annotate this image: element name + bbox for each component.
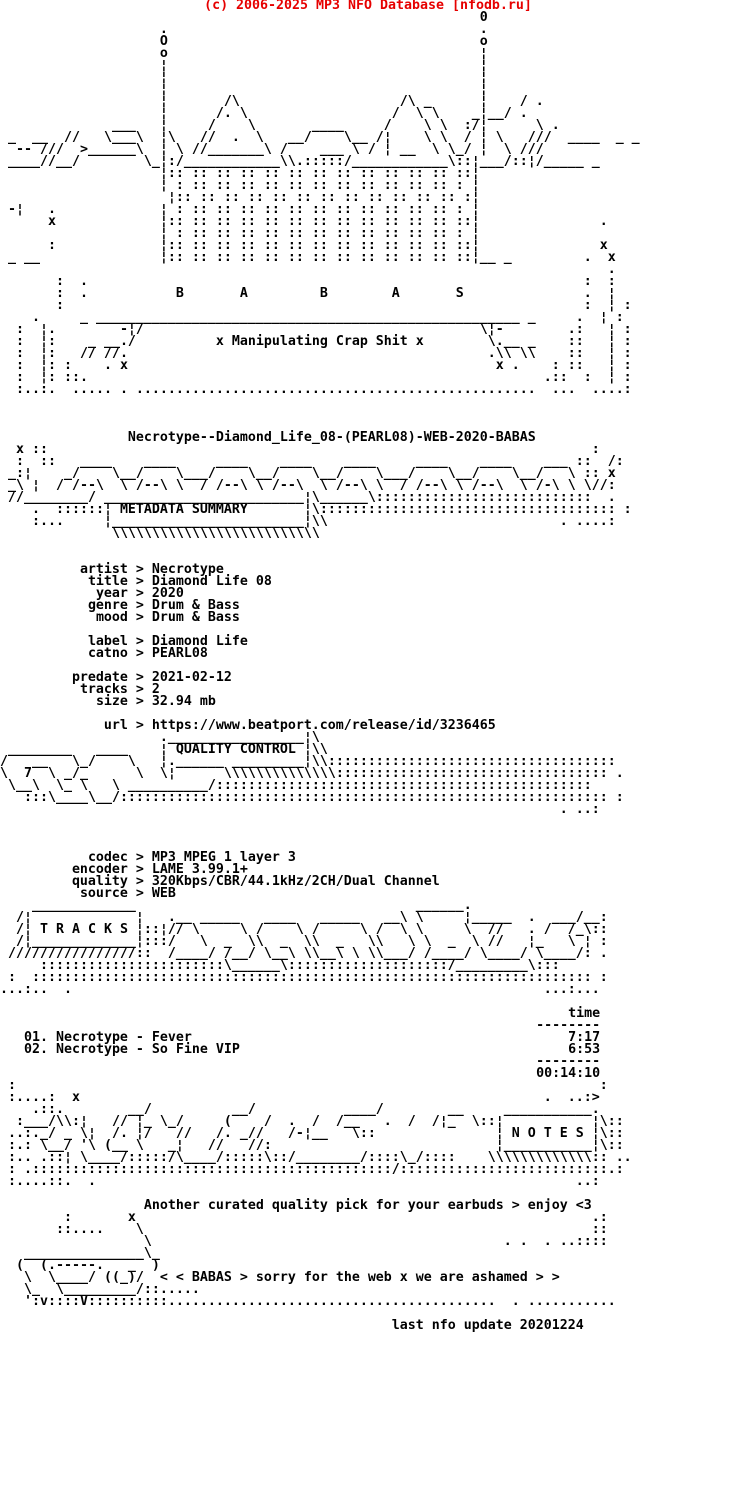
field-separator: > [135, 634, 144, 649]
metadata-field-predate: predate>2021-02-12 [71, 670, 232, 685]
metadata-field-catno: catno>PEARL08 [87, 646, 208, 661]
metadata-field-mood: mood>Drum & Bass [95, 610, 240, 625]
track-title: Necrotype - Fever [55, 1030, 192, 1045]
track-row: 02. Necrotype - So Fine VIP 6:53 [0, 1042, 736, 1057]
ascii-art-tracks-banner: _____________ ______. /¦ ¦ .__ _____ ___… [0, 898, 608, 997]
field-separator: > [135, 610, 144, 625]
field-separator: > [135, 718, 144, 733]
ascii-art-footer: : x .: ::.... \ :: \ [15, 1210, 616, 1309]
quality-control-fields: codec>MP3 MPEG 1 layer 3 encoder>LAME 3.… [0, 850, 736, 901]
metadata-field-url: url>https://www.beatport.com/release/id/… [103, 718, 496, 733]
quality-field-source: source>WEB [79, 886, 176, 901]
track-number: 02. [23, 1042, 48, 1057]
track-number: 01. [23, 1030, 48, 1045]
track-time: 7:17 [568, 1030, 601, 1045]
metadata-field-size: size>32.94 mb [95, 694, 216, 709]
release-url: https://www.beatport.com/release/id/3236… [151, 718, 496, 733]
field-separator: > [135, 562, 144, 577]
field-separator: > [135, 850, 144, 865]
metadata-field-year: year>2020 [95, 586, 184, 601]
metadata-field-tracks: tracks>2 [79, 682, 160, 697]
divider: -------- [536, 1018, 601, 1033]
metadata-field-label: label>Diamond Life [87, 634, 248, 649]
track-time: 6:53 [568, 1042, 601, 1057]
track-total-row: 00:14:10 [0, 1066, 736, 1081]
metadata-summary-fields: artist>Necrotype title>Diamond Life 08 y… [0, 562, 736, 733]
track-row: 01. Necrotype - Fever 7:17 [0, 1030, 736, 1045]
divider: -------- [536, 1054, 601, 1069]
field-separator: > [135, 646, 144, 661]
ascii-art-notes-banner: : : :....: x . ..:> .::. __/ __/ ____/ [7, 1078, 632, 1189]
metadata-field-genre: genre>Drum & Bass [87, 598, 240, 613]
field-separator: > [135, 586, 144, 601]
track-divider-row: -------- [0, 1018, 736, 1033]
ascii-art-top-logo: 0 . . O o o ¦ [7, 10, 640, 397]
metadata-field-artist: artist>Necrotype [79, 562, 224, 577]
field-separator: > [135, 874, 144, 889]
field-separator: > [135, 694, 144, 709]
total-time: 00:14:10 [536, 1066, 601, 1081]
quality-field-codec: codec>MP3 MPEG 1 layer 3 [87, 850, 296, 865]
track-divider-row: -------- [0, 1054, 736, 1069]
nfodb-copyright: (c) 2006-2025 MP3 NFO Database [nfodb.ru… [204, 0, 532, 13]
track-time-header-row: time [0, 1006, 736, 1021]
ascii-art-quality-banner: ._________________¦\ ________ ____ ¦ QUA… [0, 730, 624, 817]
ascii-art-metadata-banner: x :: : : :: ____ ____ ____ ____ ____ ___… [7, 442, 632, 541]
quality-field-quality: quality>320Kbps/CBR/44.1kHz/2CH/Dual Cha… [71, 874, 440, 889]
field-separator: > [135, 598, 144, 613]
nfo-update-line: last nfo update 20201224 [391, 1318, 584, 1333]
notes-message: Another curated quality pick for your ea… [143, 1198, 592, 1213]
field-separator: > [135, 682, 144, 697]
field-separator: > [135, 886, 144, 901]
field-separator: > [135, 862, 144, 877]
field-separator: > [135, 670, 144, 685]
quality-field-encoder: encoder>LAME 3.99.1+ [71, 862, 248, 877]
field-separator: > [135, 574, 144, 589]
release-name: Necrotype--Diamond_Life_08-(PEARL08)-WEB… [127, 430, 536, 445]
track-title: Necrotype - So Fine VIP [55, 1042, 240, 1057]
time-column-header: time [568, 1006, 601, 1021]
track-list: time -------- 01. Necrotype - Fever 7:17 0… [0, 1006, 736, 1081]
metadata-field-title: title>Diamond Life 08 [87, 574, 272, 589]
